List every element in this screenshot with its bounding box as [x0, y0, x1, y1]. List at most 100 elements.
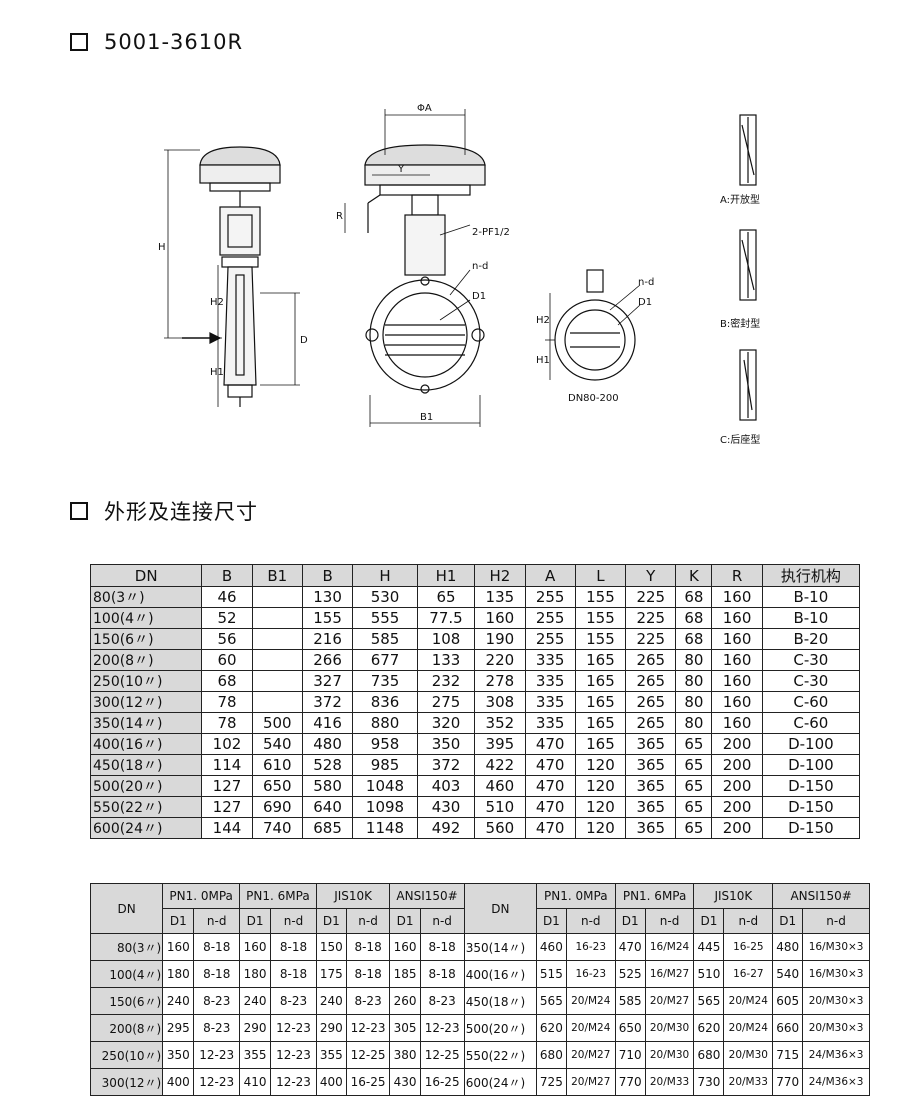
- table-cell: 180: [239, 960, 272, 988]
- table-cell: 120: [574, 817, 627, 839]
- table-cell: 585: [352, 628, 418, 650]
- sub-header: D1: [239, 908, 272, 934]
- table-cell: [251, 628, 303, 650]
- table-cell: 365: [625, 733, 677, 755]
- table-cell: 410: [239, 1068, 272, 1096]
- table-cell: 200: [711, 754, 763, 776]
- table-cell: 160: [711, 670, 763, 692]
- table-cell: 335: [524, 649, 576, 671]
- column-header: Y: [625, 564, 677, 587]
- table-cell: 555: [352, 607, 418, 629]
- table-cell: 266: [301, 649, 354, 671]
- table-cell: 350: [162, 1041, 195, 1069]
- table-cell: 20/M24: [565, 1014, 616, 1042]
- table-cell: 8-18: [419, 960, 465, 988]
- table-cell: 225: [625, 586, 677, 608]
- table-cell: 470: [524, 817, 576, 839]
- table-cell: 460: [474, 775, 526, 797]
- table-cell: 470: [524, 775, 576, 797]
- table-cell: 1048: [352, 775, 418, 797]
- table-cell: 445: [693, 933, 725, 961]
- sub-header: n-d: [723, 908, 774, 934]
- table-cell: 8-18: [193, 960, 241, 988]
- table-cell: D-150: [761, 796, 861, 818]
- table-cell: 400: [315, 1068, 347, 1096]
- column-header: K: [675, 564, 713, 587]
- table-cell: 135: [474, 586, 526, 608]
- table-cell: 200: [711, 796, 763, 818]
- group-header: PN1. 0MPa: [535, 883, 616, 909]
- label-R: R: [336, 211, 343, 222]
- table-cell: 20/M27: [565, 1041, 616, 1069]
- label-Y: Y: [397, 164, 405, 175]
- sub-header: n-d: [419, 908, 465, 934]
- table-cell: 114: [201, 754, 253, 776]
- table-cell: 216: [301, 628, 354, 650]
- table-cell: 16-25: [345, 1068, 391, 1096]
- table-cell: 685: [301, 817, 354, 839]
- dn-cell: 350(14〃): [89, 712, 203, 734]
- table-cell: 8-23: [193, 1014, 241, 1042]
- table-cell: [251, 670, 303, 692]
- table-cell: 1148: [352, 817, 418, 839]
- dn-cell: 400(16〃): [89, 733, 203, 755]
- table-cell: B-20: [761, 628, 861, 650]
- table-cell: 240: [315, 987, 347, 1015]
- group-header: PN1. 6MPa: [614, 883, 695, 909]
- sub-header: n-d: [644, 908, 695, 934]
- table-cell: 65: [675, 775, 713, 797]
- sub-header: n-d: [565, 908, 616, 934]
- table-cell: 255: [524, 607, 576, 629]
- dn-cell: 600(24〃): [463, 1068, 537, 1096]
- table-cell: 180: [162, 960, 195, 988]
- table-cell: 160: [711, 691, 763, 713]
- table-cell: 65: [416, 586, 476, 608]
- column-header: B1: [251, 564, 303, 587]
- table-cell: 160: [711, 712, 763, 734]
- table-cell: 680: [535, 1041, 567, 1069]
- table-cell: 20/M24: [723, 987, 774, 1015]
- table-cell: 836: [352, 691, 418, 713]
- table-cell: 565: [693, 987, 725, 1015]
- sub-header: n-d: [802, 908, 870, 934]
- table-cell: 1098: [352, 796, 418, 818]
- table-cell: 16-27: [723, 960, 774, 988]
- label-H2: H2: [210, 297, 224, 308]
- dn-cell: 200(8〃): [89, 1014, 164, 1042]
- table-cell: 16-25: [723, 933, 774, 961]
- table-cell: 8-18: [345, 933, 391, 961]
- dn-cell: 550(22〃): [89, 796, 203, 818]
- table-cell: 265: [625, 691, 677, 713]
- table-cell: 515: [535, 960, 567, 988]
- table-cell: 372: [416, 754, 476, 776]
- table-cell: D-150: [761, 775, 861, 797]
- table-cell: 120: [574, 754, 627, 776]
- table-cell: 12-23: [270, 1068, 317, 1096]
- column-header: H2: [474, 564, 526, 587]
- table-cell: 355: [239, 1041, 272, 1069]
- table-cell: 677: [352, 649, 418, 671]
- column-header: H1: [416, 564, 476, 587]
- label-D1-small: D1: [638, 297, 652, 308]
- column-header: B: [201, 564, 253, 587]
- table-cell: 65: [675, 817, 713, 839]
- table-cell: 175: [315, 960, 347, 988]
- group-header: JIS10K: [693, 883, 774, 909]
- table-cell: 165: [574, 712, 627, 734]
- table-cell: 8-18: [419, 933, 465, 961]
- table-cell: D-100: [761, 754, 861, 776]
- sub-header: n-d: [193, 908, 241, 934]
- column-header: L: [574, 564, 627, 587]
- label-D1: D1: [472, 291, 486, 302]
- table-cell: 16-23: [565, 933, 616, 961]
- table-cell: 560: [474, 817, 526, 839]
